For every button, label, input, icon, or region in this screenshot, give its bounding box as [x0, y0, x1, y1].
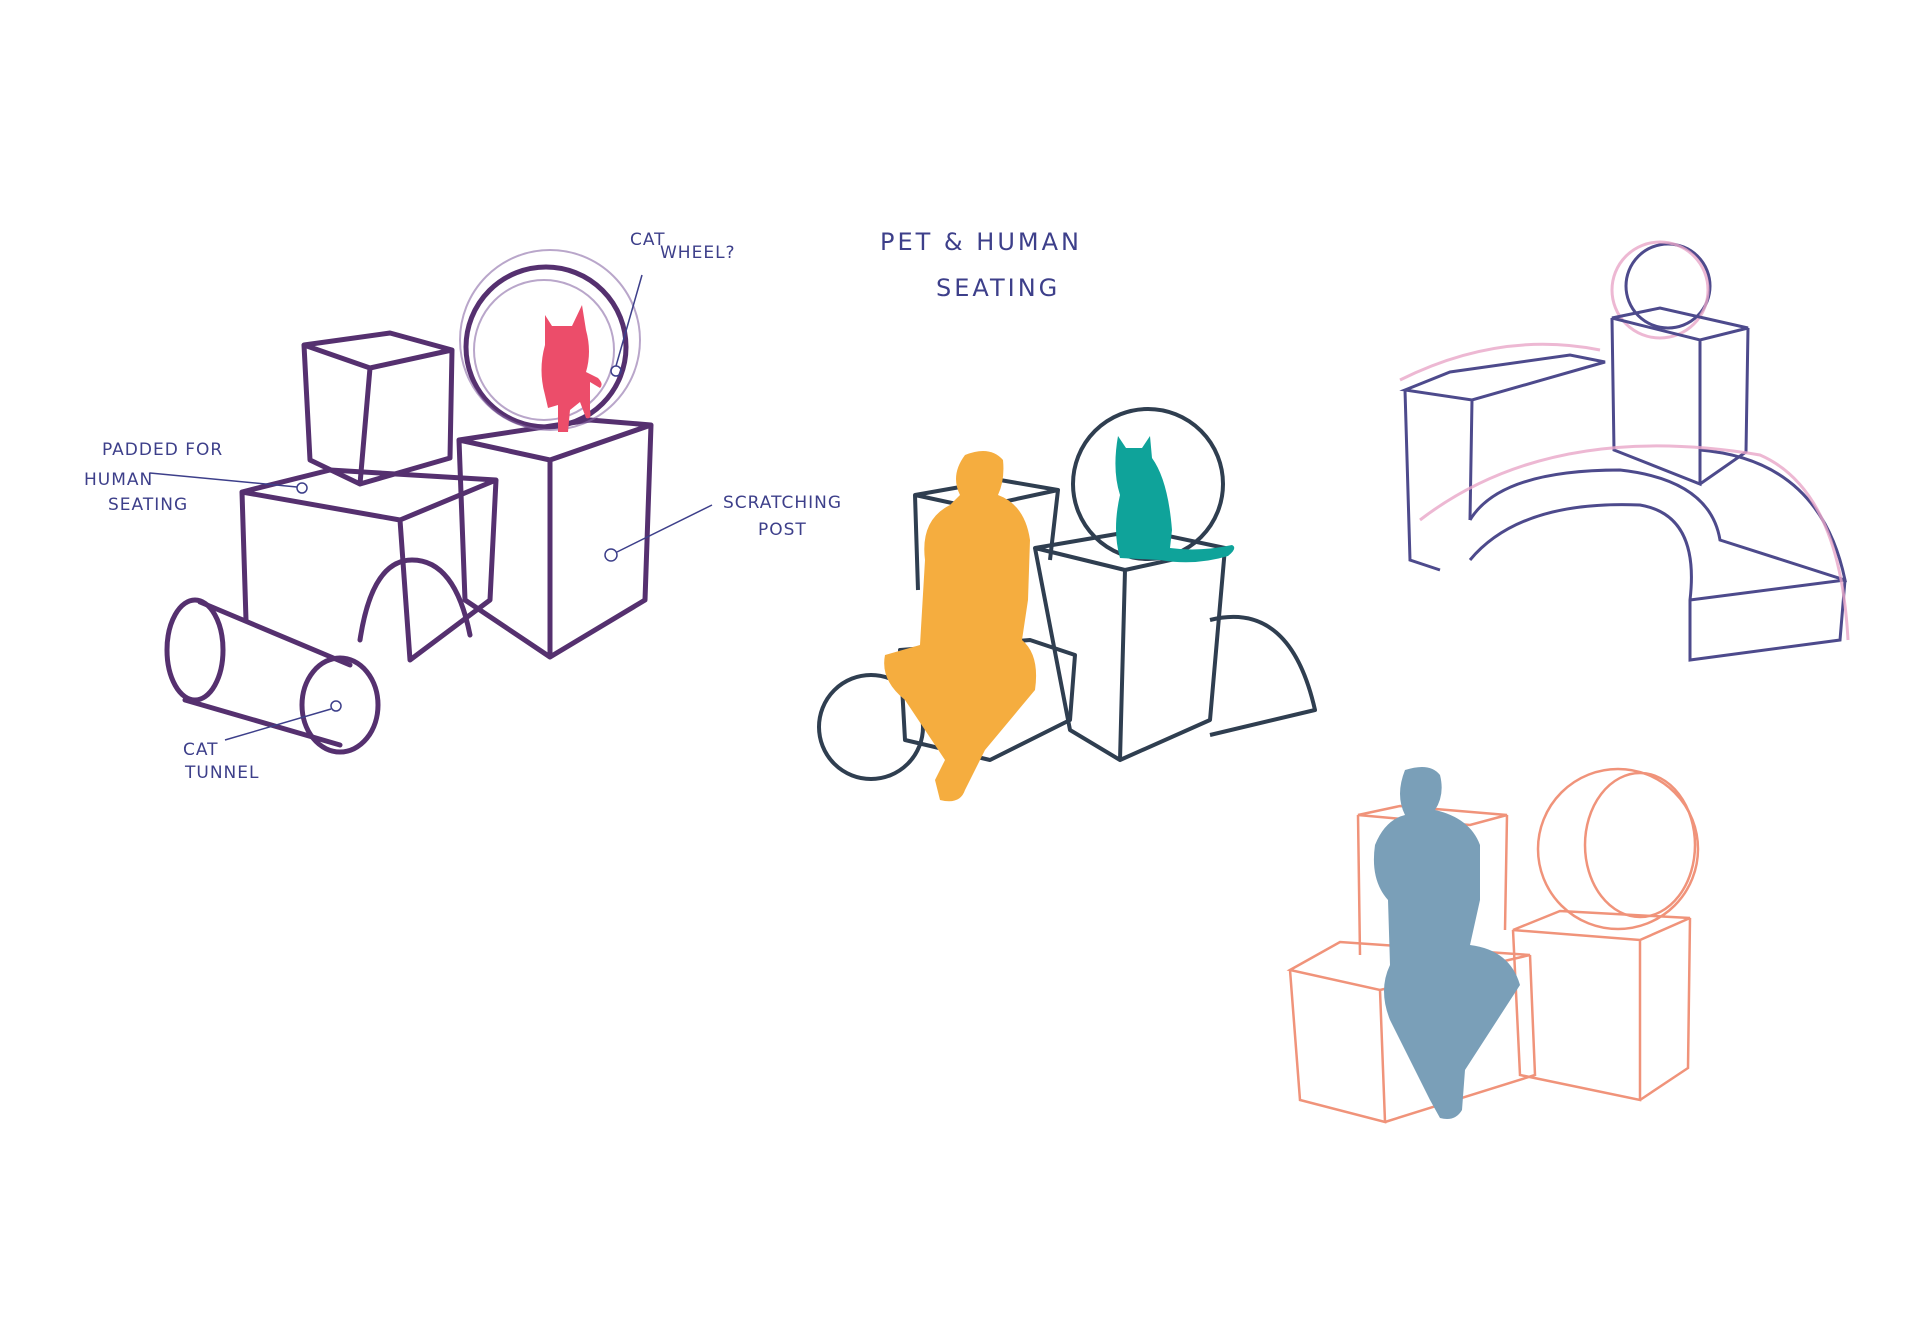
label-post: POST [758, 520, 807, 540]
label-scratching: SCRATCHING [723, 493, 842, 513]
sketch-cat-furniture-4 [1286, 766, 1700, 1124]
label-cat-tunnel-1: CAT [183, 740, 219, 760]
top-box [301, 330, 455, 487]
person-silhouette-blue [1373, 766, 1520, 1119]
cat-wheel [459, 249, 641, 431]
sketch-cat-furniture-2 [817, 407, 1317, 802]
label-seating: SEATING [108, 495, 188, 515]
label-wheel: WHEEL? [660, 243, 736, 263]
label-cat: CAT [630, 230, 666, 250]
cat-tunnel [164, 597, 381, 755]
label-human: HUMAN [84, 470, 153, 490]
person-silhouette-orange [884, 451, 1037, 802]
seat-box [239, 467, 499, 663]
title-line1: PET & HUMAN [880, 228, 1082, 256]
sketch-curved-sofa [1399, 240, 1850, 662]
annotation-leaders [149, 274, 713, 741]
sketch-cat-furniture-1 [149, 249, 713, 755]
label-padded-for: PADDED FOR [102, 440, 223, 460]
label-tunnel: TUNNEL [184, 763, 259, 783]
scratching-post-box [456, 417, 654, 660]
title-line2: SEATING [936, 274, 1060, 302]
cat-silhouette-teal [1115, 436, 1235, 563]
cat-silhouette-pink [541, 305, 602, 432]
